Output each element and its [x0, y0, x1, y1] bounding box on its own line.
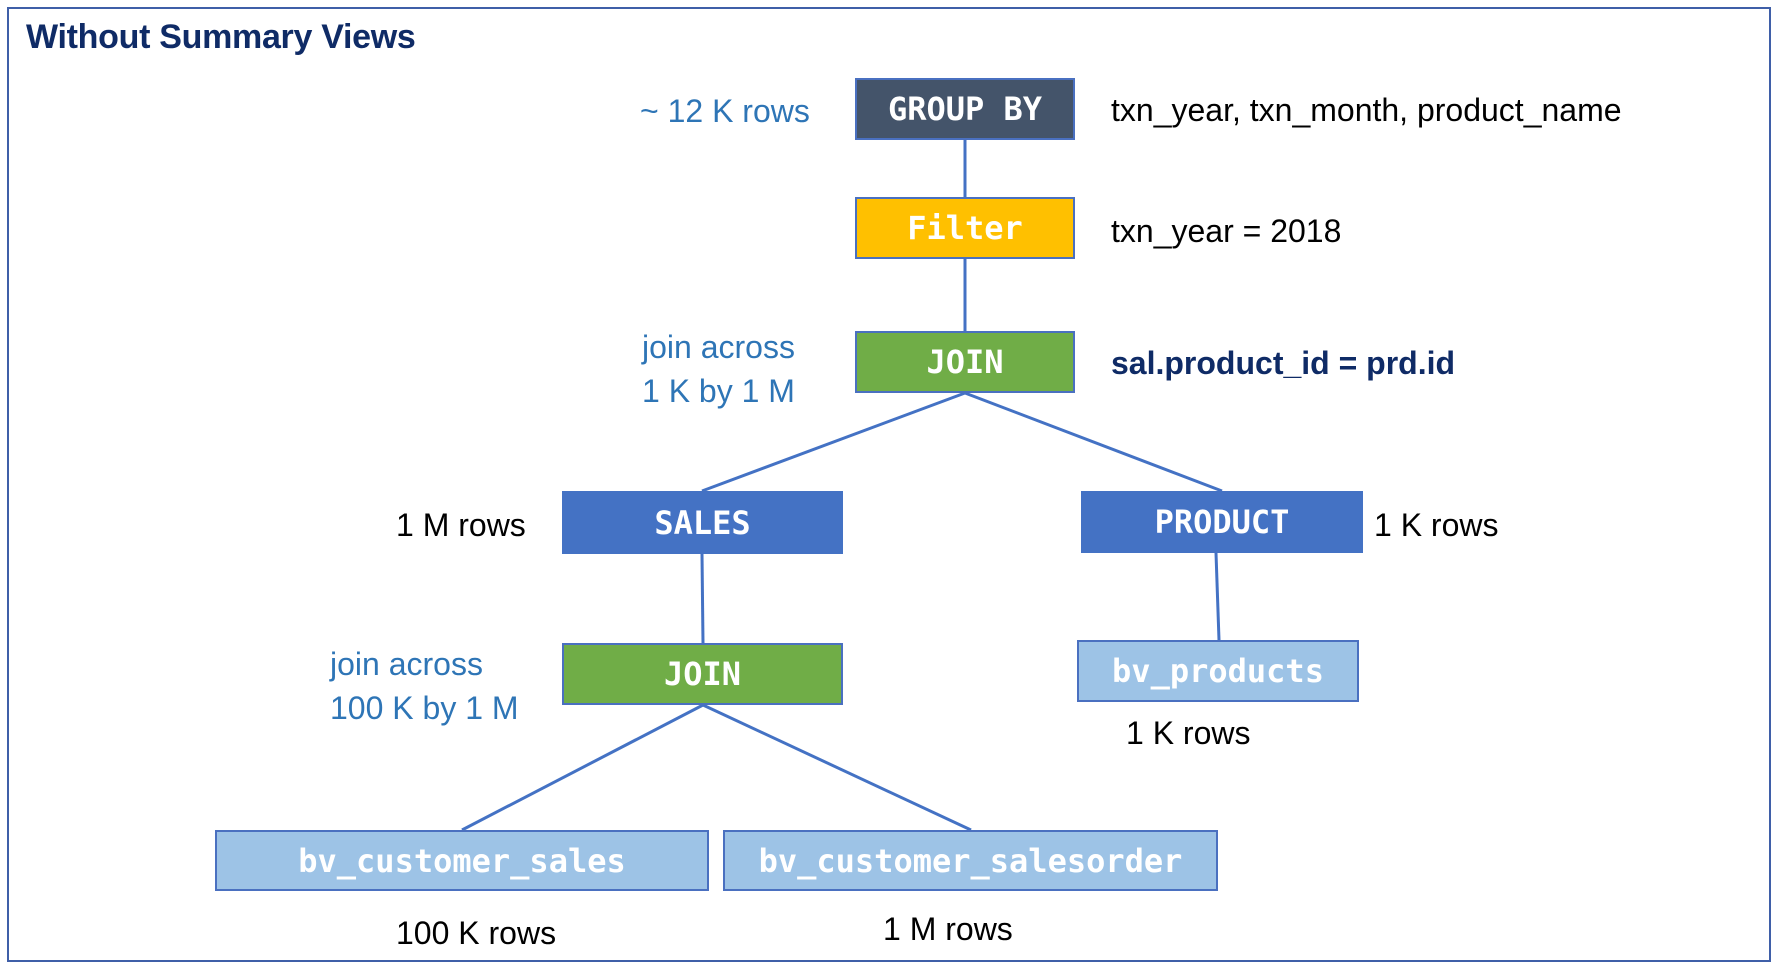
- filter-condition-label: txn_year = 2018: [1111, 213, 1342, 249]
- diagram-frame: [7, 7, 1771, 962]
- join-top-desc-line1: join across: [642, 329, 795, 365]
- bv-products-node: bv_products: [1077, 640, 1359, 702]
- bv-products-rows-label: 1 K rows: [1126, 715, 1251, 751]
- join-top-desc-line2: 1 K by 1 M: [642, 373, 795, 409]
- edge-join2-bvcs: [461, 703, 704, 832]
- sales-rows-label: 1 M rows: [396, 507, 526, 543]
- sales-node: SALES: [562, 491, 843, 554]
- edge-join-product: [964, 391, 1223, 493]
- edge-join-sales: [701, 391, 966, 493]
- bv-customer-sales-rows-label: 100 K rows: [396, 915, 557, 951]
- group-by-columns-label: txn_year, txn_month, product_name: [1111, 92, 1622, 128]
- join-top-condition-label: sal.product_id = prd.id: [1111, 345, 1456, 381]
- bv-customer-salesorder-rows-label: 1 M rows: [883, 911, 1013, 947]
- join-bottom-node: JOIN: [562, 643, 843, 705]
- edge-join2-bvcso: [702, 703, 972, 832]
- filter-node: Filter: [855, 197, 1075, 259]
- edge-product-bvproducts: [1214, 552, 1221, 641]
- group-by-node: GROUP BY: [855, 78, 1075, 140]
- product-rows-label: 1 K rows: [1374, 507, 1499, 543]
- edge-sales-join2: [700, 553, 705, 644]
- product-node: PRODUCT: [1081, 491, 1363, 553]
- join-bottom-desc-line1: join across: [330, 646, 483, 682]
- join-bottom-desc-line2: 100 K by 1 M: [330, 690, 519, 726]
- group-by-rows-label: ~ 12 K rows: [640, 93, 810, 129]
- diagram-title: Without Summary Views: [26, 18, 416, 56]
- bv-customer-sales-node: bv_customer_sales: [215, 830, 709, 891]
- bv-customer-salesorder-node: bv_customer_salesorder: [723, 830, 1218, 891]
- join-top-node: JOIN: [855, 331, 1075, 393]
